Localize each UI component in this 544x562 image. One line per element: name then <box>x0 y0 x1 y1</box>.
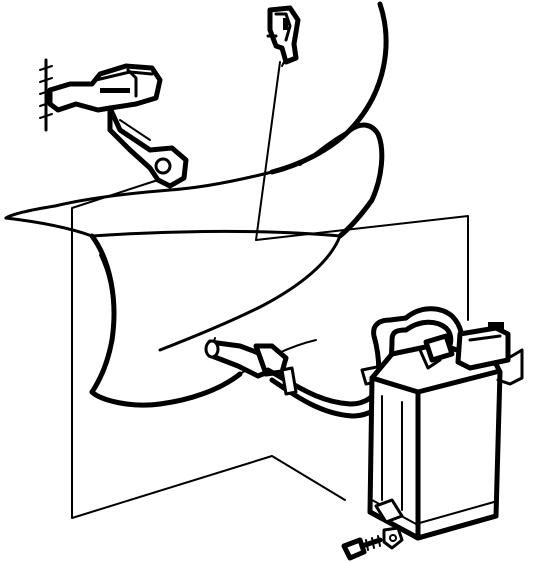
body-panel <box>4 1 389 239</box>
mounting-bracket <box>39 58 189 189</box>
mounting-bolt <box>341 526 404 561</box>
hose-clip <box>266 5 301 67</box>
wheel-well-liner <box>89 229 342 408</box>
evap-canister <box>367 322 524 541</box>
